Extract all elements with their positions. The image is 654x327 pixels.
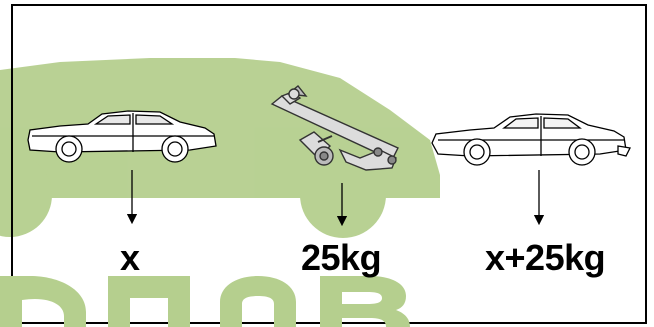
towbar-weight-label: 25kg bbox=[301, 237, 382, 278]
car-weight-label: x bbox=[120, 237, 140, 278]
car-right-icon bbox=[431, 113, 631, 166]
watermark-logo bbox=[0, 276, 410, 327]
towbar-icon bbox=[270, 85, 399, 171]
car-left-icon bbox=[27, 110, 217, 163]
background-wheel-right bbox=[300, 152, 386, 238]
total-weight-label: x+25kg bbox=[485, 237, 606, 278]
